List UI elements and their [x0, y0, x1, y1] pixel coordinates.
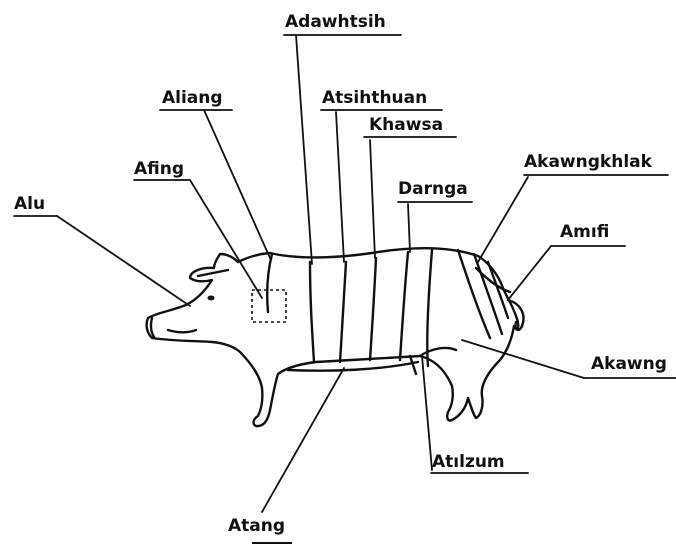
- label-atilzum: Atılzum: [432, 452, 505, 472]
- leader-amifi-diag: [508, 246, 551, 300]
- label-akawng: Akawng: [591, 354, 667, 374]
- label-alu: Alu: [14, 194, 45, 214]
- leader-alu-diag: [57, 216, 190, 306]
- leader-atilzum-vert: [422, 356, 432, 470]
- leader-darnga-vert: [408, 204, 410, 252]
- cut-line-3: [340, 262, 346, 362]
- pig-mouth: [168, 330, 196, 332]
- label-adawhtsih: Adawhtsih: [285, 12, 386, 32]
- leader-aliang-diag: [204, 110, 270, 258]
- afing-dashed-square: [252, 290, 286, 322]
- leader-adawhtsih-vert: [296, 35, 312, 264]
- cut-line-7: [458, 250, 490, 338]
- belly-divider: [410, 356, 416, 374]
- cut-line-2: [310, 262, 314, 362]
- cut-line-4: [370, 258, 376, 360]
- cut-line-8: [474, 254, 502, 334]
- cut-line-1: [267, 254, 272, 312]
- cut-line-5: [400, 252, 408, 360]
- label-amifi: Amıfi: [560, 222, 609, 242]
- leader-akawng-diag: [462, 340, 584, 378]
- label-aliang: Aliang: [162, 88, 223, 108]
- pig-snout: [151, 318, 154, 337]
- leader-atsihthuan-vert: [336, 112, 344, 262]
- pig-eye: [208, 296, 215, 301]
- label-afing: Afing: [134, 159, 184, 179]
- leader-akawngkhlak-diag: [478, 177, 528, 262]
- pig-hind-leg: [420, 348, 456, 356]
- label-khawsa: Khawsa: [369, 115, 443, 135]
- cut-line-6: [427, 250, 432, 366]
- label-atang: Atang: [228, 516, 285, 536]
- label-darnga: Darnga: [398, 179, 468, 199]
- label-akawngkhlak: Akawngkhlak: [524, 152, 652, 172]
- leader-khawsa-vert: [370, 140, 375, 258]
- pig-ear: [198, 270, 228, 276]
- label-atsihthuan: Atsihthuan: [322, 88, 427, 108]
